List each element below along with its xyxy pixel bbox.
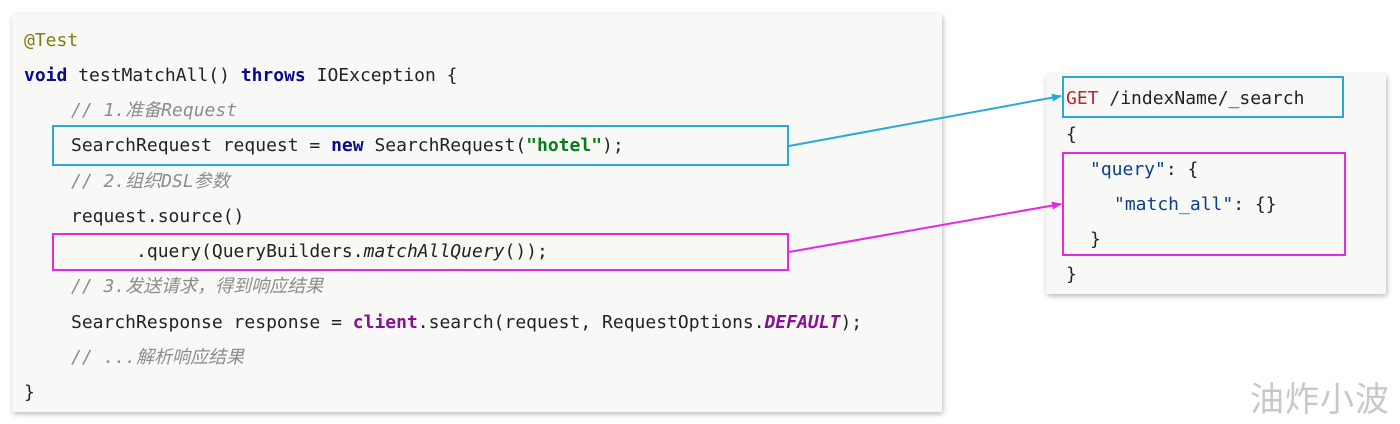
dsl-json-panel: GET /indexName/_search { "query": { "mat… <box>1046 74 1386 294</box>
dsl-match-all-line: "match_all": {} <box>1114 194 1277 215</box>
search-request-line: SearchRequest request = new SearchReques… <box>71 135 624 156</box>
dsl-query-highlight-box <box>1062 152 1346 256</box>
closing-brace: } <box>24 382 35 403</box>
dsl-query-key-line: "query": { <box>1090 159 1199 180</box>
match-all-query-line: .query(QueryBuilders.matchAllQuery()); <box>71 241 548 262</box>
search-response-line: SearchResponse response = client.search(… <box>71 312 863 333</box>
dsl-request-line: GET /indexName/_search <box>1066 88 1305 109</box>
dsl-open-brace: { <box>1066 124 1077 145</box>
query-highlight-box <box>52 233 789 271</box>
dsl-request-highlight-box <box>1062 76 1344 118</box>
request-highlight-box <box>52 125 789 166</box>
request-connector-arrow <box>788 93 1062 147</box>
java-code-panel: @Test void testMatchAll() throws IOExcep… <box>12 14 942 412</box>
watermark: 油炸小波 <box>1250 380 1390 420</box>
request-source-line: request.source() <box>71 206 245 227</box>
comment-parse-response: // ...解析响应结果 <box>71 347 245 368</box>
comment-prepare-request: // 1.准备Request <box>71 100 238 121</box>
comment-send-request: // 3.发送请求，得到响应结果 <box>71 276 324 297</box>
annotation-line: @Test <box>24 30 79 51</box>
dsl-inner-close-brace: } <box>1090 229 1101 250</box>
dsl-close-brace: } <box>1066 264 1077 285</box>
query-connector-arrow <box>788 201 1062 253</box>
comment-build-dsl: // 2.组织DSL参数 <box>71 171 230 192</box>
method-signature-line: void testMatchAll() throws IOException { <box>24 65 458 86</box>
